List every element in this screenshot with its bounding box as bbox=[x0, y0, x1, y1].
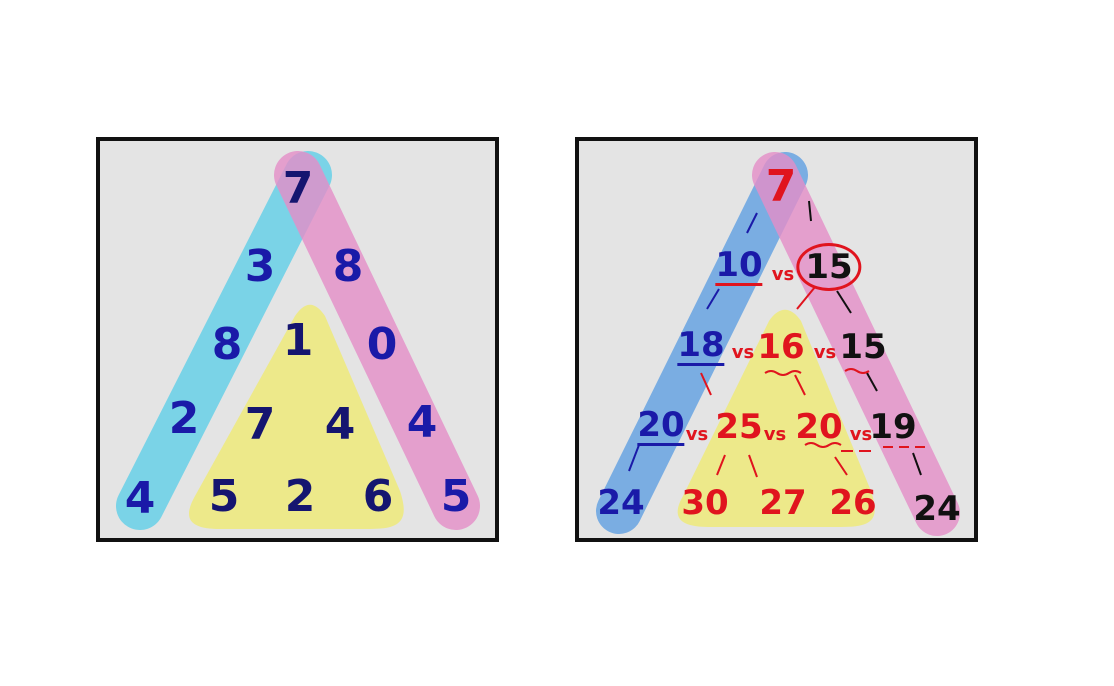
right-edge-number: 4 bbox=[406, 397, 438, 448]
yellow-triangle bbox=[188, 304, 404, 529]
right-bands bbox=[596, 152, 960, 536]
row5-number: 30 bbox=[681, 483, 729, 523]
inner-number: 1 bbox=[282, 315, 314, 366]
arrow bbox=[716, 454, 726, 476]
arrow bbox=[746, 212, 758, 234]
arrow bbox=[836, 290, 852, 314]
apex-number: 7 bbox=[282, 163, 314, 214]
row3-left: 18 bbox=[677, 325, 725, 366]
row2-right-max: 15 bbox=[796, 243, 862, 291]
left-edge-number: 3 bbox=[244, 241, 276, 292]
vs-label: vs bbox=[685, 424, 709, 445]
right-edge-number: 5 bbox=[440, 471, 472, 522]
vs-label: vs bbox=[813, 342, 837, 363]
right-panel: 7 10 vs 15 18 vs 16 vs 15 20 vs 25 vs 20… bbox=[575, 137, 978, 542]
squiggle bbox=[804, 442, 842, 448]
vs-label: vs bbox=[763, 424, 787, 445]
right-edge-number: 8 bbox=[332, 241, 364, 292]
inner-number: 6 bbox=[362, 471, 394, 522]
arrow bbox=[748, 454, 758, 478]
inner-number: 2 bbox=[284, 471, 316, 522]
inner-number: 7 bbox=[244, 399, 276, 450]
row5-number: 24 bbox=[597, 483, 645, 523]
arrow bbox=[796, 286, 816, 310]
arrow bbox=[794, 374, 806, 396]
left-edge-number: 8 bbox=[211, 319, 243, 370]
row5-number: 26 bbox=[829, 483, 877, 523]
vs-label: vs bbox=[849, 424, 873, 445]
row4-left: 20 bbox=[637, 405, 685, 446]
left-bands bbox=[116, 151, 480, 530]
row5-number: 24 bbox=[913, 489, 961, 529]
yellow-triangle bbox=[677, 309, 875, 527]
arrow bbox=[834, 456, 848, 476]
inner-number: 5 bbox=[208, 471, 240, 522]
arrow bbox=[700, 372, 712, 396]
inner-number: 4 bbox=[324, 399, 356, 450]
pink-band bbox=[752, 152, 960, 536]
row4-right: 19 bbox=[869, 407, 917, 447]
arrow bbox=[808, 200, 812, 222]
row4-b: 20 bbox=[795, 407, 843, 447]
arrow bbox=[912, 452, 922, 476]
row3-mid: 16 bbox=[757, 327, 805, 367]
pink-band bbox=[274, 151, 480, 530]
squiggle bbox=[844, 368, 870, 374]
blue-band bbox=[596, 152, 808, 534]
apex-number: 7 bbox=[765, 161, 797, 212]
arrow bbox=[866, 372, 878, 392]
arrow bbox=[706, 288, 720, 310]
row4-a: 25 bbox=[715, 407, 763, 447]
right-edge-number: 0 bbox=[366, 319, 398, 370]
left-panel: 7 3 8 2 4 8 0 4 5 1 7 4 5 2 6 bbox=[96, 137, 499, 542]
cyan-band bbox=[116, 151, 332, 530]
left-edge-number: 4 bbox=[124, 473, 156, 524]
row5-number: 27 bbox=[759, 483, 807, 523]
squiggle bbox=[764, 370, 802, 376]
row2-left: 10 bbox=[715, 245, 763, 286]
vs-label: vs bbox=[771, 264, 795, 285]
arrow bbox=[628, 444, 640, 472]
row3-right: 15 bbox=[839, 327, 887, 367]
vs-label: vs bbox=[731, 342, 755, 363]
left-edge-number: 2 bbox=[168, 393, 200, 444]
